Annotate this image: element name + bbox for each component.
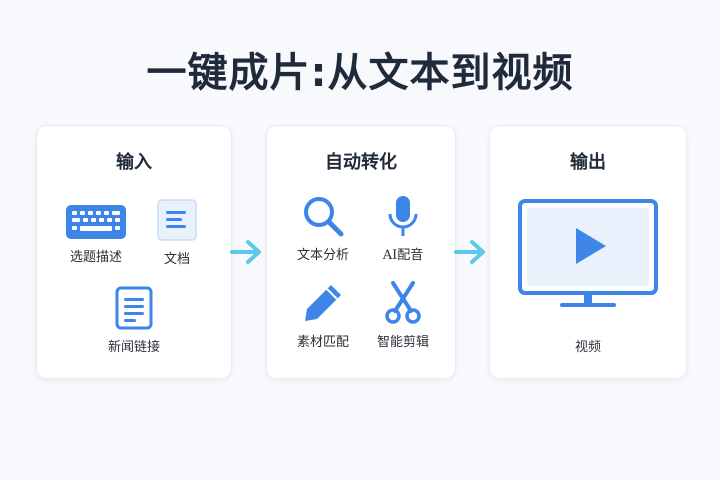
document-icon (157, 199, 197, 241)
input-item-doc: 文档 (149, 198, 205, 267)
news-document-icon (115, 286, 153, 330)
transform-item-voice-label: AI配音 (382, 248, 424, 263)
arrow-right-icon (230, 240, 261, 264)
input-item-topic: 选题描述 (61, 204, 131, 265)
output-item-video: 视频 (514, 198, 662, 355)
output-card-title: 输出 (570, 152, 606, 173)
input-card: 输入 选题描述 文档 (36, 125, 232, 379)
transform-item-voice: AI配音 (367, 194, 439, 263)
input-item-doc-label: 文档 (163, 252, 190, 267)
transform-card-title: 自动转化 (325, 152, 397, 173)
transform-item-match: 素材匹配 (287, 281, 359, 350)
arrow-right-icon (454, 240, 485, 264)
scissors-icon (385, 281, 421, 324)
monitor-play-icon (518, 199, 658, 307)
input-item-topic-label: 选题描述 (69, 250, 122, 265)
transform-card: 自动转化 文本分析 AI配音 素材匹配 智能剪辑 (266, 125, 456, 379)
microphone-icon (388, 196, 418, 236)
output-card: 输出 视频 (489, 125, 687, 379)
keyboard-icon (66, 205, 126, 239)
transform-item-analysis: 文本分析 (287, 194, 359, 263)
output-item-video-label: 视频 (574, 340, 601, 355)
input-card-title: 输入 (116, 152, 152, 173)
transform-item-match-label: 素材匹配 (296, 335, 349, 350)
input-item-news: 新闻链接 (99, 286, 169, 355)
search-icon (304, 197, 344, 237)
transform-item-edit: 智能剪辑 (367, 281, 439, 350)
transform-item-analysis-label: 文本分析 (296, 248, 349, 263)
pencil-icon (305, 285, 341, 321)
input-item-news-label: 新闻链接 (107, 340, 160, 355)
transform-item-edit-label: 智能剪辑 (376, 335, 429, 350)
page-title: 一键成片:从文本到视频 (146, 50, 574, 96)
